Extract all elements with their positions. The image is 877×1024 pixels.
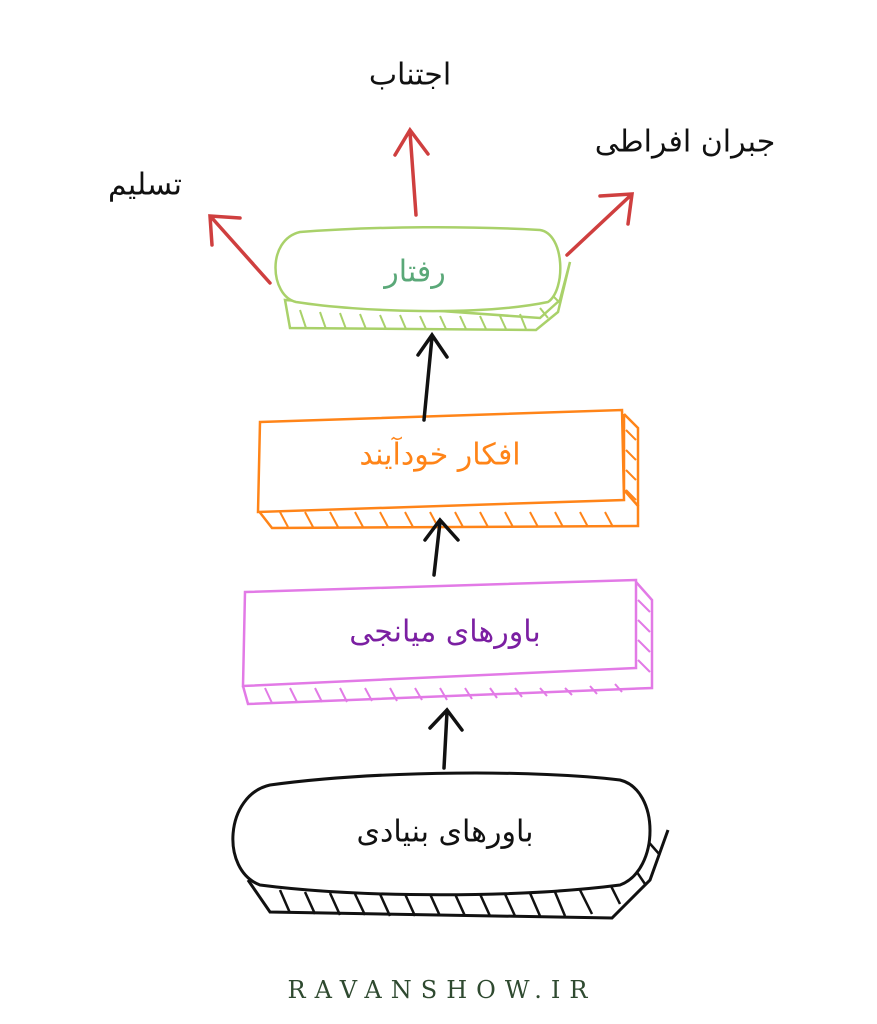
core-beliefs-label: باورهای بنیادی [356,814,534,850]
arrow-core-to-intermediate [428,707,464,770]
arrow-automatic-to-behavior [416,331,449,422]
arrow-to-surrender [208,214,272,285]
brand-watermark: RAVANSHOW.IR [287,976,597,1004]
arrow-to-avoidance [393,126,430,217]
automatic-thoughts-label: افکار خودآیند [359,437,521,473]
core-beliefs-shape [231,771,670,920]
outcome-avoidance-label: اجتناب [368,57,452,93]
automatic-thoughts-shape [256,408,640,530]
intermediate-beliefs-label: باورهای میانجی [349,614,541,650]
behavior-node-shape [274,225,572,332]
outcome-overcompensation-label: جبران افراطی [594,124,776,160]
flow-arrows [416,331,464,770]
arrow-intermediate-to-automatic [423,517,460,577]
behavior-node-label: رفتار [384,254,446,290]
outcome-arrows [208,126,635,285]
intermediate-beliefs-shape [241,578,654,706]
outcome-surrender-label: تسلیم [107,167,183,203]
arrow-to-overcompensation [565,192,635,257]
